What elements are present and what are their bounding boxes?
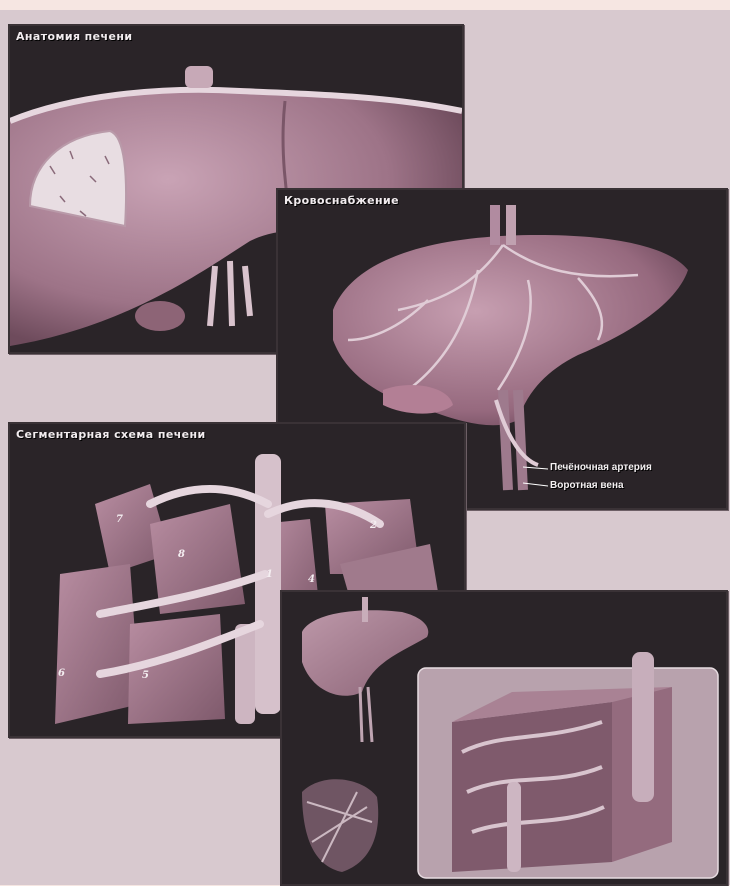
segment-8-label: 8	[178, 549, 185, 560]
panel-liver-lobule	[280, 590, 728, 886]
segment-7-label: 7	[116, 514, 123, 525]
label-hepatic-artery: Печёночная артерия	[550, 462, 652, 473]
segment-5-label: 5	[142, 670, 149, 681]
segment-1-label: 1	[266, 569, 273, 580]
anatomy-title: Анатомия печени	[16, 30, 132, 43]
segment-6-label: 6	[58, 668, 65, 679]
segments-title: Сегментарная схема печени	[16, 428, 206, 441]
blood-supply-title: Кровоснабжение	[284, 194, 399, 207]
segment-4-label: 4	[308, 574, 315, 585]
label-portal-vein: Воротная вена	[550, 480, 624, 491]
liver-lobule-illustration	[282, 592, 726, 884]
segment-2-label: 2	[370, 520, 377, 531]
